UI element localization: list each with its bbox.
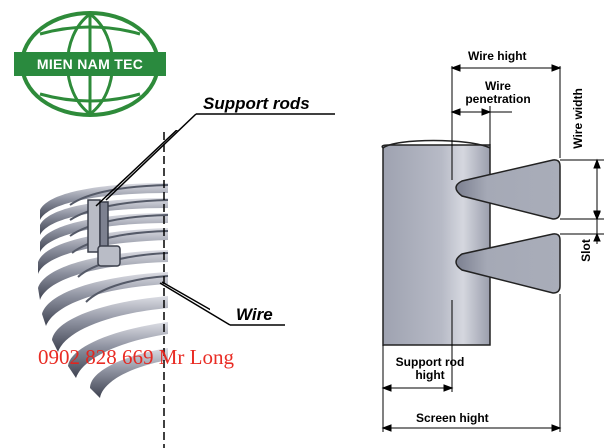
wedge-wire-upper [455, 159, 561, 220]
label-wire-penetration-line1: Wire [485, 79, 511, 93]
label-wire-hight: Wire hight [468, 49, 527, 63]
label-slot: Slot [578, 239, 593, 262]
contact-phone-overlay: 0902 828 669 Mr Long [38, 345, 234, 369]
wedge-wire-coil-illustration [38, 130, 210, 448]
label-wire-penetration-line2: penetration [465, 92, 531, 106]
dim-wire-hight [450, 64, 562, 180]
wire-label: Wire [236, 305, 273, 324]
dim-support-rod-hight [381, 300, 454, 392]
dim-slot [560, 206, 604, 244]
dim-wire-penetration [450, 106, 512, 145]
logo-text: MIEN NAM TEC [37, 56, 143, 72]
label-wire-width: Wire width [570, 88, 585, 149]
wire-leader [161, 281, 210, 311]
wedge-wire-lower [455, 233, 561, 294]
dim-screen-hight [381, 294, 562, 432]
support-rods-leader [95, 130, 178, 207]
label-support-rod-hight-line2: hight [415, 368, 445, 382]
support-rods [87, 199, 121, 267]
support-rods-label: Support rods [203, 94, 310, 113]
company-logo: MIEN NAM TEC [14, 11, 166, 117]
support-rod-section [381, 139, 491, 346]
label-screen-hight: Screen hight [416, 411, 489, 425]
coil-rings [38, 183, 169, 398]
label-support-rod-hight-line1: Support rod [395, 355, 465, 369]
